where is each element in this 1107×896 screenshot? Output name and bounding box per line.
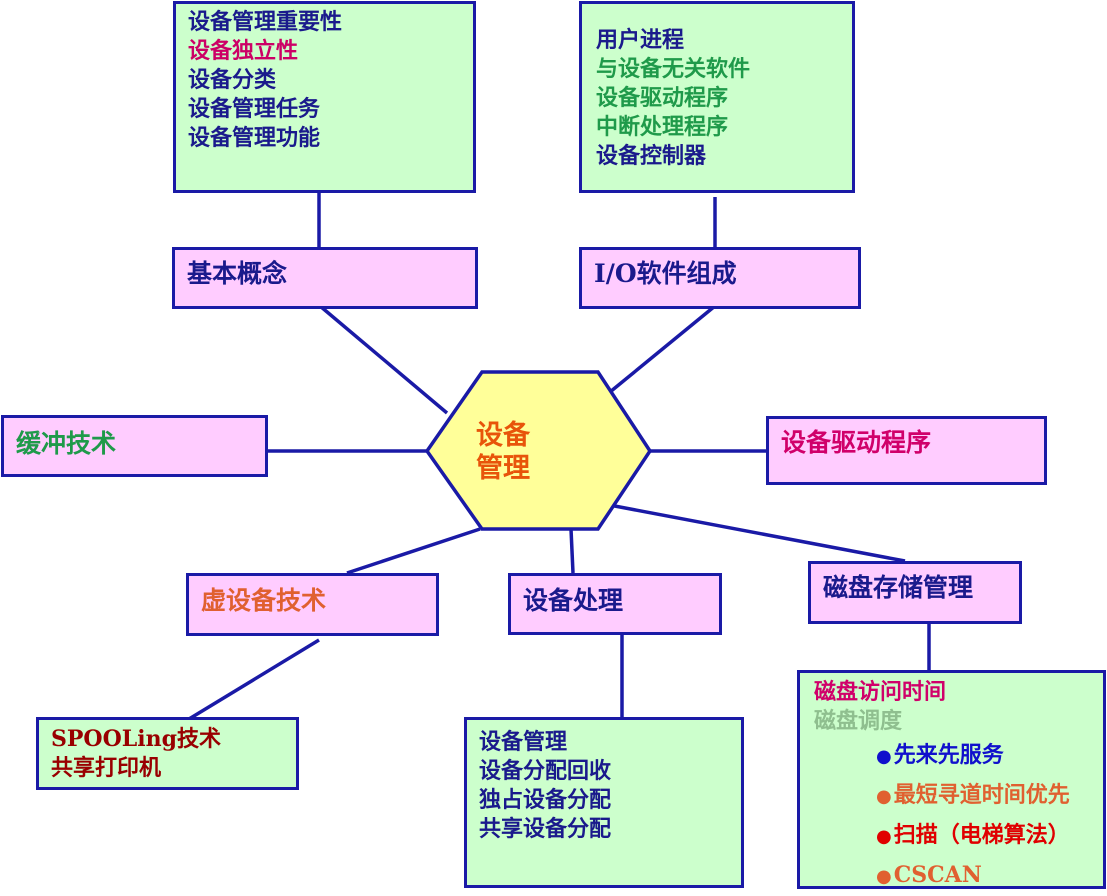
process-item: 独占设备分配 (479, 787, 612, 813)
disk-algorithms: ●先来先服务 ●最短寻道时间优先 ●扫描（电梯算法） ●CSCAN (814, 736, 1103, 896)
io-title-box: I/O软件组成 (579, 247, 861, 309)
process-title: 设备处理 (523, 586, 624, 615)
concept-item: 设备管理重要性 (188, 9, 343, 35)
io-title: I/O软件组成 (594, 259, 737, 288)
buffer-title: 缓冲技术 (16, 429, 117, 458)
process-item: 设备管理 (479, 729, 568, 755)
concept-title-box: 基本概念 (172, 247, 478, 309)
concept-detail-box: 设备管理重要性 设备独立性 设备分类 设备管理任务 设备管理功能 (173, 1, 476, 193)
algorithm-item: ●扫描（电梯算法） (876, 822, 1070, 848)
line-center-process (569, 528, 575, 574)
driver-box: 设备驱动程序 (766, 416, 1047, 485)
algorithm-item: ●最短寻道时间优先 (876, 782, 1070, 808)
virtual-item: 共享打印机 (51, 755, 162, 781)
algorithm-item: ●CSCAN (876, 862, 982, 888)
center-label: 设备 管理 (476, 419, 530, 485)
io-item: 设备控制器 (596, 143, 707, 169)
disk-item: 磁盘访问时间 (814, 679, 947, 705)
line-center-io (608, 304, 717, 394)
line-virtual-detail (188, 638, 320, 721)
io-item: 中断处理程序 (596, 114, 729, 140)
concept-title: 基本概念 (187, 259, 288, 288)
bullet-icon: ● (876, 826, 892, 847)
concept-item: 设备分类 (188, 67, 277, 93)
line-center-virtual (346, 527, 481, 575)
center-label-line1: 设备 (476, 420, 530, 451)
process-item: 设备分配回收 (479, 758, 612, 784)
disk-detail-box: 磁盘访问时间 磁盘调度 ●先来先服务 ●最短寻道时间优先 ●扫描（电梯算法） ●… (797, 670, 1106, 889)
bullet-icon: ● (876, 866, 892, 887)
concept-item: 设备独立性 (188, 38, 299, 64)
virtual-detail-box: SPOOLing技术 共享打印机 (36, 717, 299, 790)
center-hexagon (424, 370, 653, 531)
virtual-title: 虚设备技术 (201, 586, 327, 615)
virtual-title-box: 虚设备技术 (186, 573, 439, 636)
io-detail-box: 用户进程 与设备无关软件 设备驱动程序 中断处理程序 设备控制器 (579, 1, 855, 193)
center-label-line2: 管理 (476, 453, 530, 484)
io-item: 与设备无关软件 (596, 56, 751, 82)
process-item: 共享设备分配 (479, 816, 612, 842)
driver-title: 设备驱动程序 (781, 428, 932, 457)
concept-item: 设备管理功能 (188, 125, 321, 151)
io-item: 用户进程 (596, 27, 685, 53)
line-center-concept (318, 304, 449, 415)
disk-title-box: 磁盘存储管理 (808, 561, 1022, 624)
buffer-box: 缓冲技术 (1, 415, 268, 477)
bullet-icon: ● (876, 786, 892, 807)
process-detail-box: 设备管理 设备分配回收 独占设备分配 共享设备分配 (464, 717, 744, 888)
line-center-disk (603, 502, 906, 563)
concept-item: 设备管理任务 (188, 96, 321, 122)
algorithm-item: ●先来先服务 (876, 742, 1004, 768)
process-title-box: 设备处理 (508, 573, 722, 635)
disk-item: 磁盘调度 (814, 708, 903, 734)
virtual-item: SPOOLing技术 (51, 726, 221, 752)
io-item: 设备驱动程序 (596, 85, 729, 111)
bullet-icon: ● (876, 746, 892, 767)
disk-title: 磁盘存储管理 (823, 573, 974, 602)
